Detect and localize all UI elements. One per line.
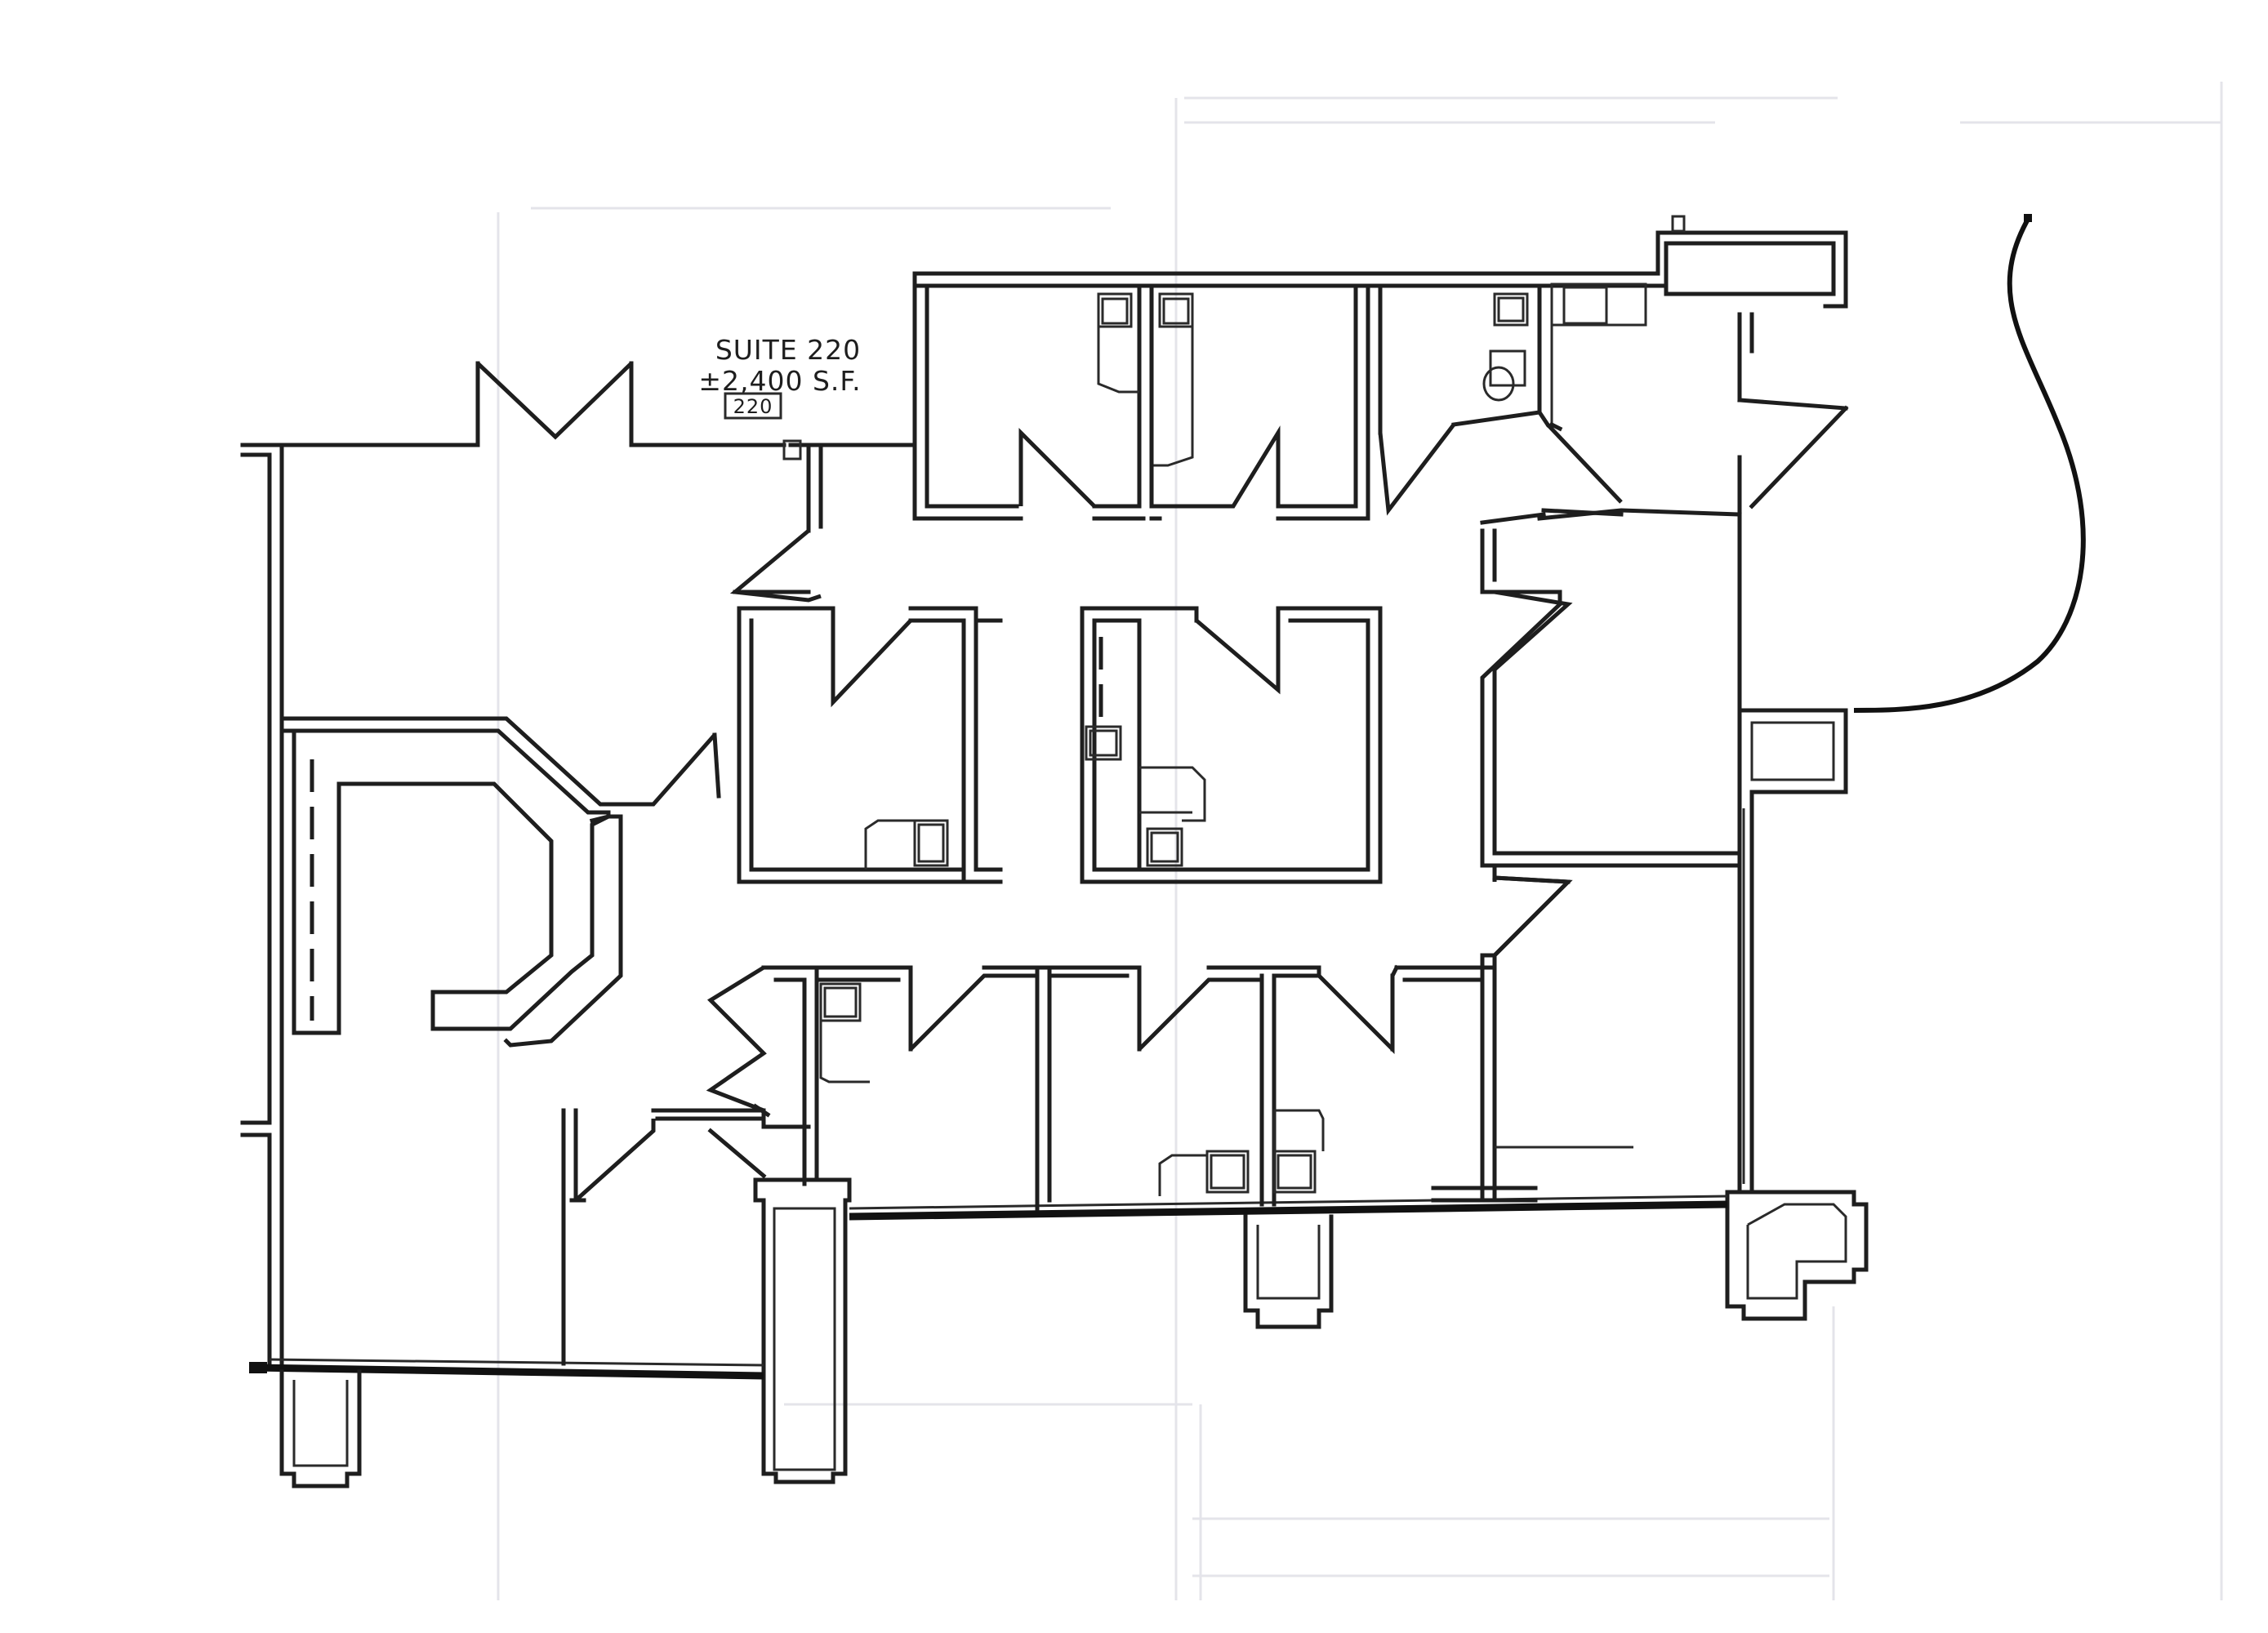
toilet-fixture: [819, 982, 862, 1022]
toilet-fixture: [1097, 292, 1133, 328]
bottom-rooms: [561, 964, 1489, 1366]
suite-area: ±2,400 S.F.: [698, 365, 861, 397]
suite-name: SUITE 220: [715, 334, 861, 366]
right-rooms: [1431, 508, 1742, 1203]
suite-tag: 220: [733, 395, 773, 418]
toilet-fixture: [1205, 1150, 1250, 1194]
toilet-fixture: [1146, 827, 1183, 867]
toilet-fixture: [913, 819, 949, 867]
reception-area: [279, 443, 823, 1048]
sink-fixture: [1489, 349, 1526, 387]
toilet-fixture: [1085, 725, 1122, 761]
top-right-pier: [1664, 241, 1836, 296]
exterior-walls: [240, 215, 1869, 1488]
suite-tag-box: [724, 392, 782, 420]
top-row-rooms: [912, 283, 1647, 521]
toilet-fixture: [1272, 1150, 1317, 1194]
middle-rooms: [737, 606, 1383, 884]
suite-label: SUITE 220 ±2,400 S.F. 220: [698, 334, 861, 420]
toilet-fixture: [1158, 292, 1194, 328]
scan-ghost-lines: [497, 82, 2223, 1600]
toilet-fixture: [1493, 292, 1529, 327]
site-curve: [1853, 215, 2086, 713]
